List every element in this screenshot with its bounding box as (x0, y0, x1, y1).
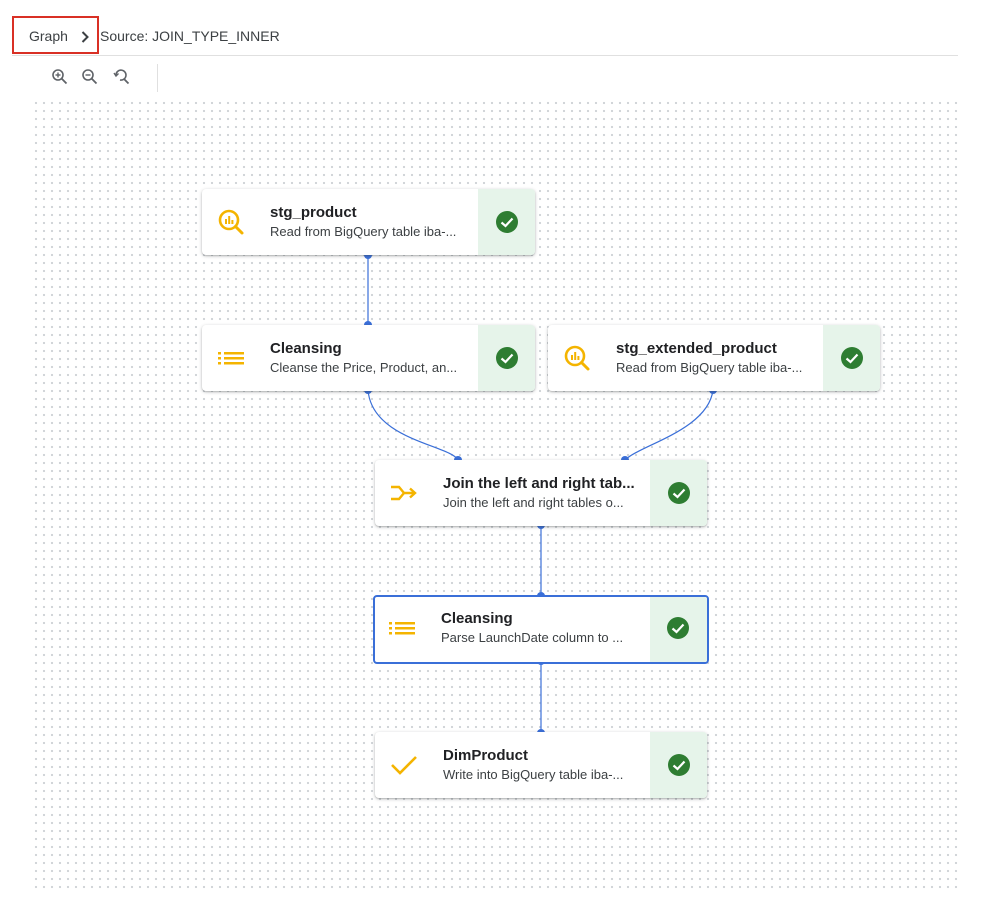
breadcrumb-graph-label: Graph (29, 28, 68, 44)
success-check-icon (667, 617, 689, 639)
node-cleansing-1[interactable]: Cleansing Cleanse the Price, Product, an… (202, 325, 535, 391)
node-status (650, 732, 707, 798)
node-status (478, 325, 535, 391)
chevron-right-icon (81, 31, 89, 43)
node-title: Cleansing (270, 340, 342, 357)
zoom-in-icon[interactable] (50, 67, 70, 87)
check-icon (391, 756, 417, 775)
node-dim-product[interactable]: DimProduct Write into BigQuery table iba… (375, 732, 707, 798)
node-status (650, 460, 707, 526)
success-check-icon (668, 754, 690, 776)
node-status (650, 597, 707, 662)
node-title: stg_extended_product (616, 340, 777, 357)
node-join[interactable]: Join the left and right tab... Join the … (375, 460, 707, 526)
bigquery-icon (564, 345, 590, 371)
node-description: Write into BigQuery table iba-... (443, 767, 624, 782)
node-stg-product[interactable]: stg_product Read from BigQuery table iba… (202, 189, 535, 255)
breadcrumb: Graph Source: JOIN_TYPE_INNER (12, 16, 958, 56)
success-check-icon (668, 482, 690, 504)
node-title: Cleansing (441, 610, 513, 627)
node-status (478, 189, 535, 255)
list-icon (389, 622, 415, 635)
zoom-reset-icon[interactable] (112, 67, 132, 87)
node-cleansing-2[interactable]: Cleansing Parse LaunchDate column to ... (373, 595, 709, 664)
success-check-icon (496, 211, 518, 233)
breadcrumb-current: Source: JOIN_TYPE_INNER (100, 28, 280, 44)
node-description: Parse LaunchDate column to ... (441, 630, 624, 645)
node-description: Read from BigQuery table iba-... (616, 360, 803, 375)
node-description: Join the left and right tables o... (443, 495, 624, 510)
success-check-icon (841, 347, 863, 369)
node-title: Join the left and right tab... (443, 475, 635, 492)
zoom-toolbar (46, 64, 158, 92)
node-stg-extended-product[interactable]: stg_extended_product Read from BigQuery … (548, 325, 880, 391)
node-title: DimProduct (443, 747, 529, 764)
join-icon (391, 485, 417, 501)
node-description: Read from BigQuery table iba-... (270, 224, 457, 239)
success-check-icon (496, 347, 518, 369)
node-description: Cleanse the Price, Product, an... (270, 360, 458, 375)
bigquery-icon (218, 209, 244, 235)
breadcrumb-graph-link[interactable]: Graph (12, 16, 99, 54)
node-status (823, 325, 880, 391)
list-icon (218, 352, 244, 365)
zoom-out-icon[interactable] (80, 67, 100, 87)
node-title: stg_product (270, 204, 357, 221)
